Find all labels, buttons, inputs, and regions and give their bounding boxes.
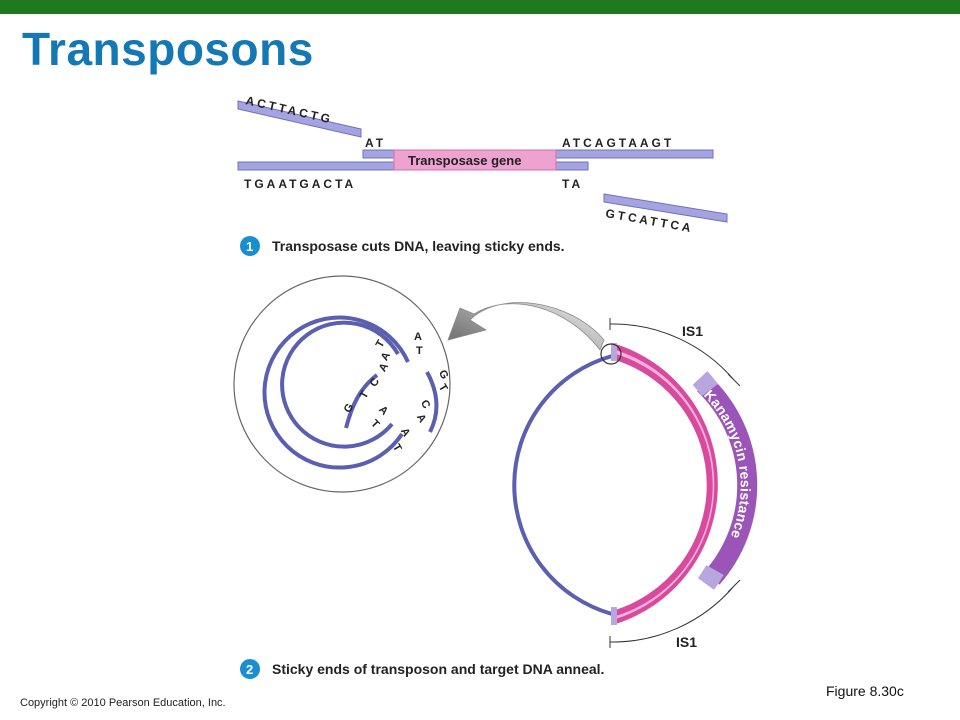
- cut-strand-top-left: [237, 100, 362, 138]
- header-bar: [0, 0, 960, 14]
- step-1: 1 Transposase cuts DNA, leaving sticky e…: [240, 236, 565, 256]
- seq-bottom-left: TGAATGACTA: [244, 177, 356, 191]
- magnify-arrow: [447, 302, 605, 351]
- gene-label: Transposase gene: [408, 153, 521, 168]
- kanamycin-joint-bottom: [697, 564, 724, 590]
- inset-outer-strand: [262, 315, 410, 470]
- seq-top-right: ATCAGTAAGT: [562, 136, 674, 150]
- kanamycin-band: [696, 376, 758, 585]
- step-text-1: Transposase cuts DNA, leaving sticky end…: [272, 238, 565, 254]
- inset-target-strand: [425, 371, 439, 433]
- junction-top: [611, 343, 617, 361]
- inset-magnifier: A T T A A C T G G T C A A T A T: [233, 275, 451, 493]
- insertion-site-marker: [600, 343, 622, 365]
- inset-hook-strand: [344, 373, 379, 429]
- seq-top-sticky-left: AT: [365, 136, 386, 150]
- inset-letter-2: T: [416, 345, 423, 357]
- transposon-middle-fill: [611, 349, 715, 620]
- inset-circle: [233, 275, 451, 493]
- inset-letter-1: A: [414, 331, 422, 343]
- junction-bottom: [611, 607, 617, 625]
- is1-top-label: IS1: [682, 323, 703, 339]
- step-number-1: 1: [246, 239, 253, 254]
- plasmid-target-dna: [512, 354, 613, 616]
- transposase-gene: [393, 149, 557, 171]
- step-badge-1: [240, 236, 260, 256]
- kanamycin-joint-top: [692, 371, 719, 397]
- step-text-2: Sticky ends of transposon and target DNA…: [272, 661, 604, 677]
- page-title: Transposons: [22, 23, 314, 75]
- is1-top-bracket: [609, 318, 741, 387]
- seq-bottom-sticky-right: TA: [562, 177, 583, 191]
- transposon-outer-strand: [611, 343, 718, 625]
- copyright-notice: Copyright © 2010 Pearson Education, Inc.: [20, 697, 226, 709]
- cut-strand-bottom-right: [603, 193, 728, 223]
- plasmid: Kanamycin resistance IS1 IS1: [512, 318, 758, 650]
- is1-bottom-bracket: [609, 579, 741, 648]
- inset-inner-strand: [280, 320, 400, 449]
- step-badge-2: [240, 659, 260, 679]
- is1-bottom-label: IS1: [676, 634, 697, 650]
- step-2: 2 Sticky ends of transposon and target D…: [240, 659, 604, 679]
- figure-label: Figure 8.30c: [826, 683, 904, 699]
- linear-dna: ACTTACTG Transposase gene AT ATCAGTAAGT …: [237, 93, 728, 235]
- seq-cut-top-left: ACTTACTG: [244, 93, 334, 126]
- step-number-2: 2: [246, 662, 253, 677]
- transposon-inner-strand: [611, 353, 713, 617]
